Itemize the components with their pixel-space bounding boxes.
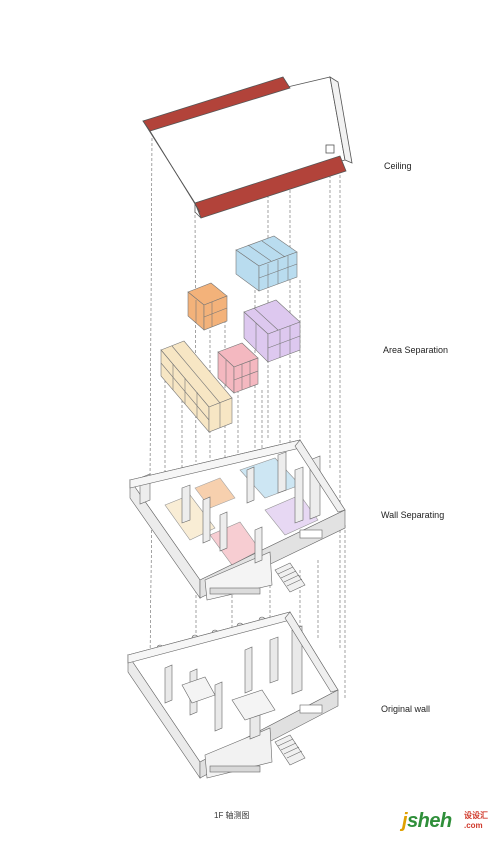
area-block-orange [187,282,228,331]
original-wall-layer [127,611,339,779]
stairs [274,562,306,593]
label-ceiling: Ceiling [384,161,412,171]
watermark-main: jsheh [402,810,452,833]
figure-caption: 1F 轴测图 [214,811,250,820]
projection-lines [149,137,346,700]
watermark-prefix: j [402,810,408,832]
stairs-original [274,734,306,766]
area-block-cream [160,340,233,433]
label-wall-separating: Wall Separating [381,510,445,520]
ceiling-layer [142,76,353,219]
watermark-rest: sheh [407,810,452,832]
wall-separating-layer [129,439,346,601]
watermark-cn: 设设汇 [464,811,488,820]
area-block-blue [235,235,298,292]
watermark-logo: jsheh 设设汇 .com [402,808,496,834]
area-block-pink [217,342,259,394]
label-original-wall: Original wall [381,704,431,714]
area-separation-layer [160,235,301,433]
watermark-com: .com [464,821,483,830]
label-area-separation: Area Separation [383,345,449,355]
area-block-purple [243,299,301,363]
